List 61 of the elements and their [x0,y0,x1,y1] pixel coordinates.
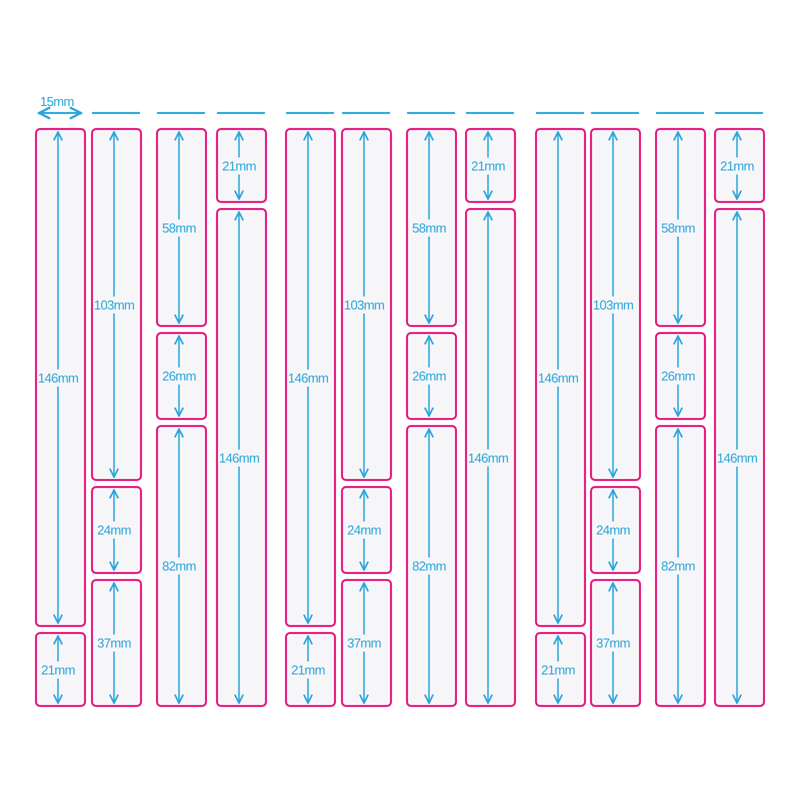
dimension-text: 21mm [720,157,754,174]
label-box [406,425,457,707]
dimension-text: 82mm [412,558,446,574]
dimension-text: 21mm [41,661,75,678]
dimension-text: 146mm [716,449,758,466]
label-box [91,486,142,574]
label-box [156,128,207,327]
dimension-text: 103mm [94,296,134,313]
label-box [341,579,392,707]
label-box [341,128,392,481]
label-box [655,425,706,707]
dimension-text: 146mm [218,449,260,466]
label-box [590,128,641,481]
dimension-text: 26mm [162,368,196,384]
dimension-text: 26mm [661,368,695,384]
dimension-text: 146mm [288,369,328,386]
label-box [535,632,586,707]
label-box [285,632,336,707]
label-box [714,128,765,203]
dimension-text: 21mm [471,157,505,174]
label-box [285,128,336,627]
dimension-text: 103mm [344,296,384,313]
dimension-text: 146mm [538,369,578,386]
dimension-text: 58mm [412,219,446,236]
label-box [406,128,457,327]
label-box [406,332,457,420]
label-box [655,332,706,420]
dimension-text: 146mm [468,449,508,466]
dimension-text: 37mm [97,634,131,652]
dimension-text: 58mm [162,219,196,236]
label-box [341,486,392,574]
dimension-text: 21mm [541,661,575,678]
dimension-text: 103mm [592,296,634,313]
dimension-text: 82mm [162,558,196,574]
label-box [465,128,516,203]
label-box [216,208,267,707]
label-box [35,632,86,707]
label-box [156,332,207,420]
label-box [714,208,765,707]
dimension-text: 37mm [347,634,381,652]
label-box [655,128,706,327]
dimension-text: 37mm [596,634,630,652]
label-box [590,486,641,574]
dimension-text: 15mm [40,94,74,109]
label-box [35,128,86,627]
dimension-text: 58mm [661,219,695,236]
dimension-text: 24mm [596,522,630,538]
label-box [156,425,207,707]
dimension-text: 146mm [38,369,78,386]
dimension-text: 24mm [97,522,131,538]
label-box [590,579,641,707]
dimension-text: 82mm [661,558,695,574]
label-box [91,579,142,707]
label-box [465,208,516,707]
dimension-text: 26mm [412,368,446,384]
dimension-text: 21mm [222,157,256,174]
dimension-text: 21mm [291,661,325,678]
label-box [91,128,142,481]
dimension-text: 24mm [347,522,381,538]
label-box [535,128,586,627]
label-box [216,128,267,203]
